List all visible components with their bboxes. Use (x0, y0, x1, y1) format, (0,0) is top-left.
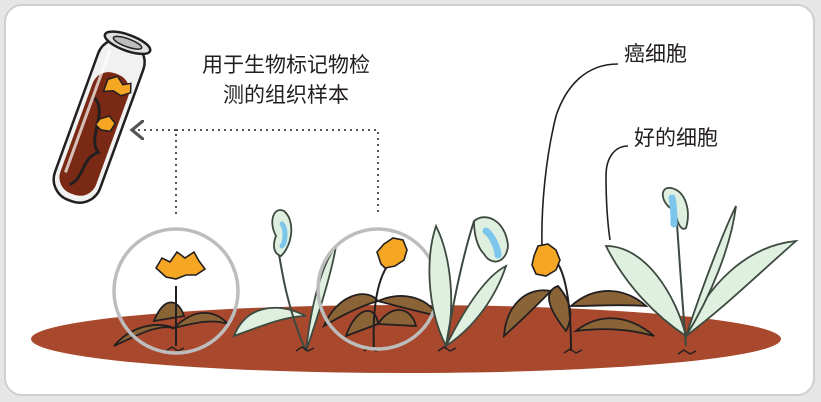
tissue-sample-label-line1: 用于生物标记物检 (202, 53, 370, 77)
tissue-sample-label-line2: 测的组织样本 (223, 83, 349, 107)
healthy-plant-1 (232, 209, 337, 352)
cancer-cells-label: 癌细胞 (624, 42, 687, 66)
diseased-plant-3 (502, 243, 655, 354)
cancer-cells-leader-line (541, 63, 619, 247)
test-tube-icon (52, 30, 152, 204)
good-cells-label: 好的细胞 (634, 126, 718, 150)
magnifier-circle-icon (112, 227, 240, 355)
dashed-arrow-icon (134, 130, 379, 214)
healthy-plant-3 (604, 187, 799, 355)
tissue-sample-label: 用于生物标记物检 测的组织样本 (166, 50, 406, 110)
illustration (31, 30, 799, 373)
good-cells-leader-line (605, 145, 629, 241)
healthy-plant-2 (428, 216, 509, 352)
diagram-frame: 用于生物标记物检 测的组织样本 癌细胞 好的细胞 (4, 4, 815, 396)
diseased-plant-2 (322, 237, 440, 352)
